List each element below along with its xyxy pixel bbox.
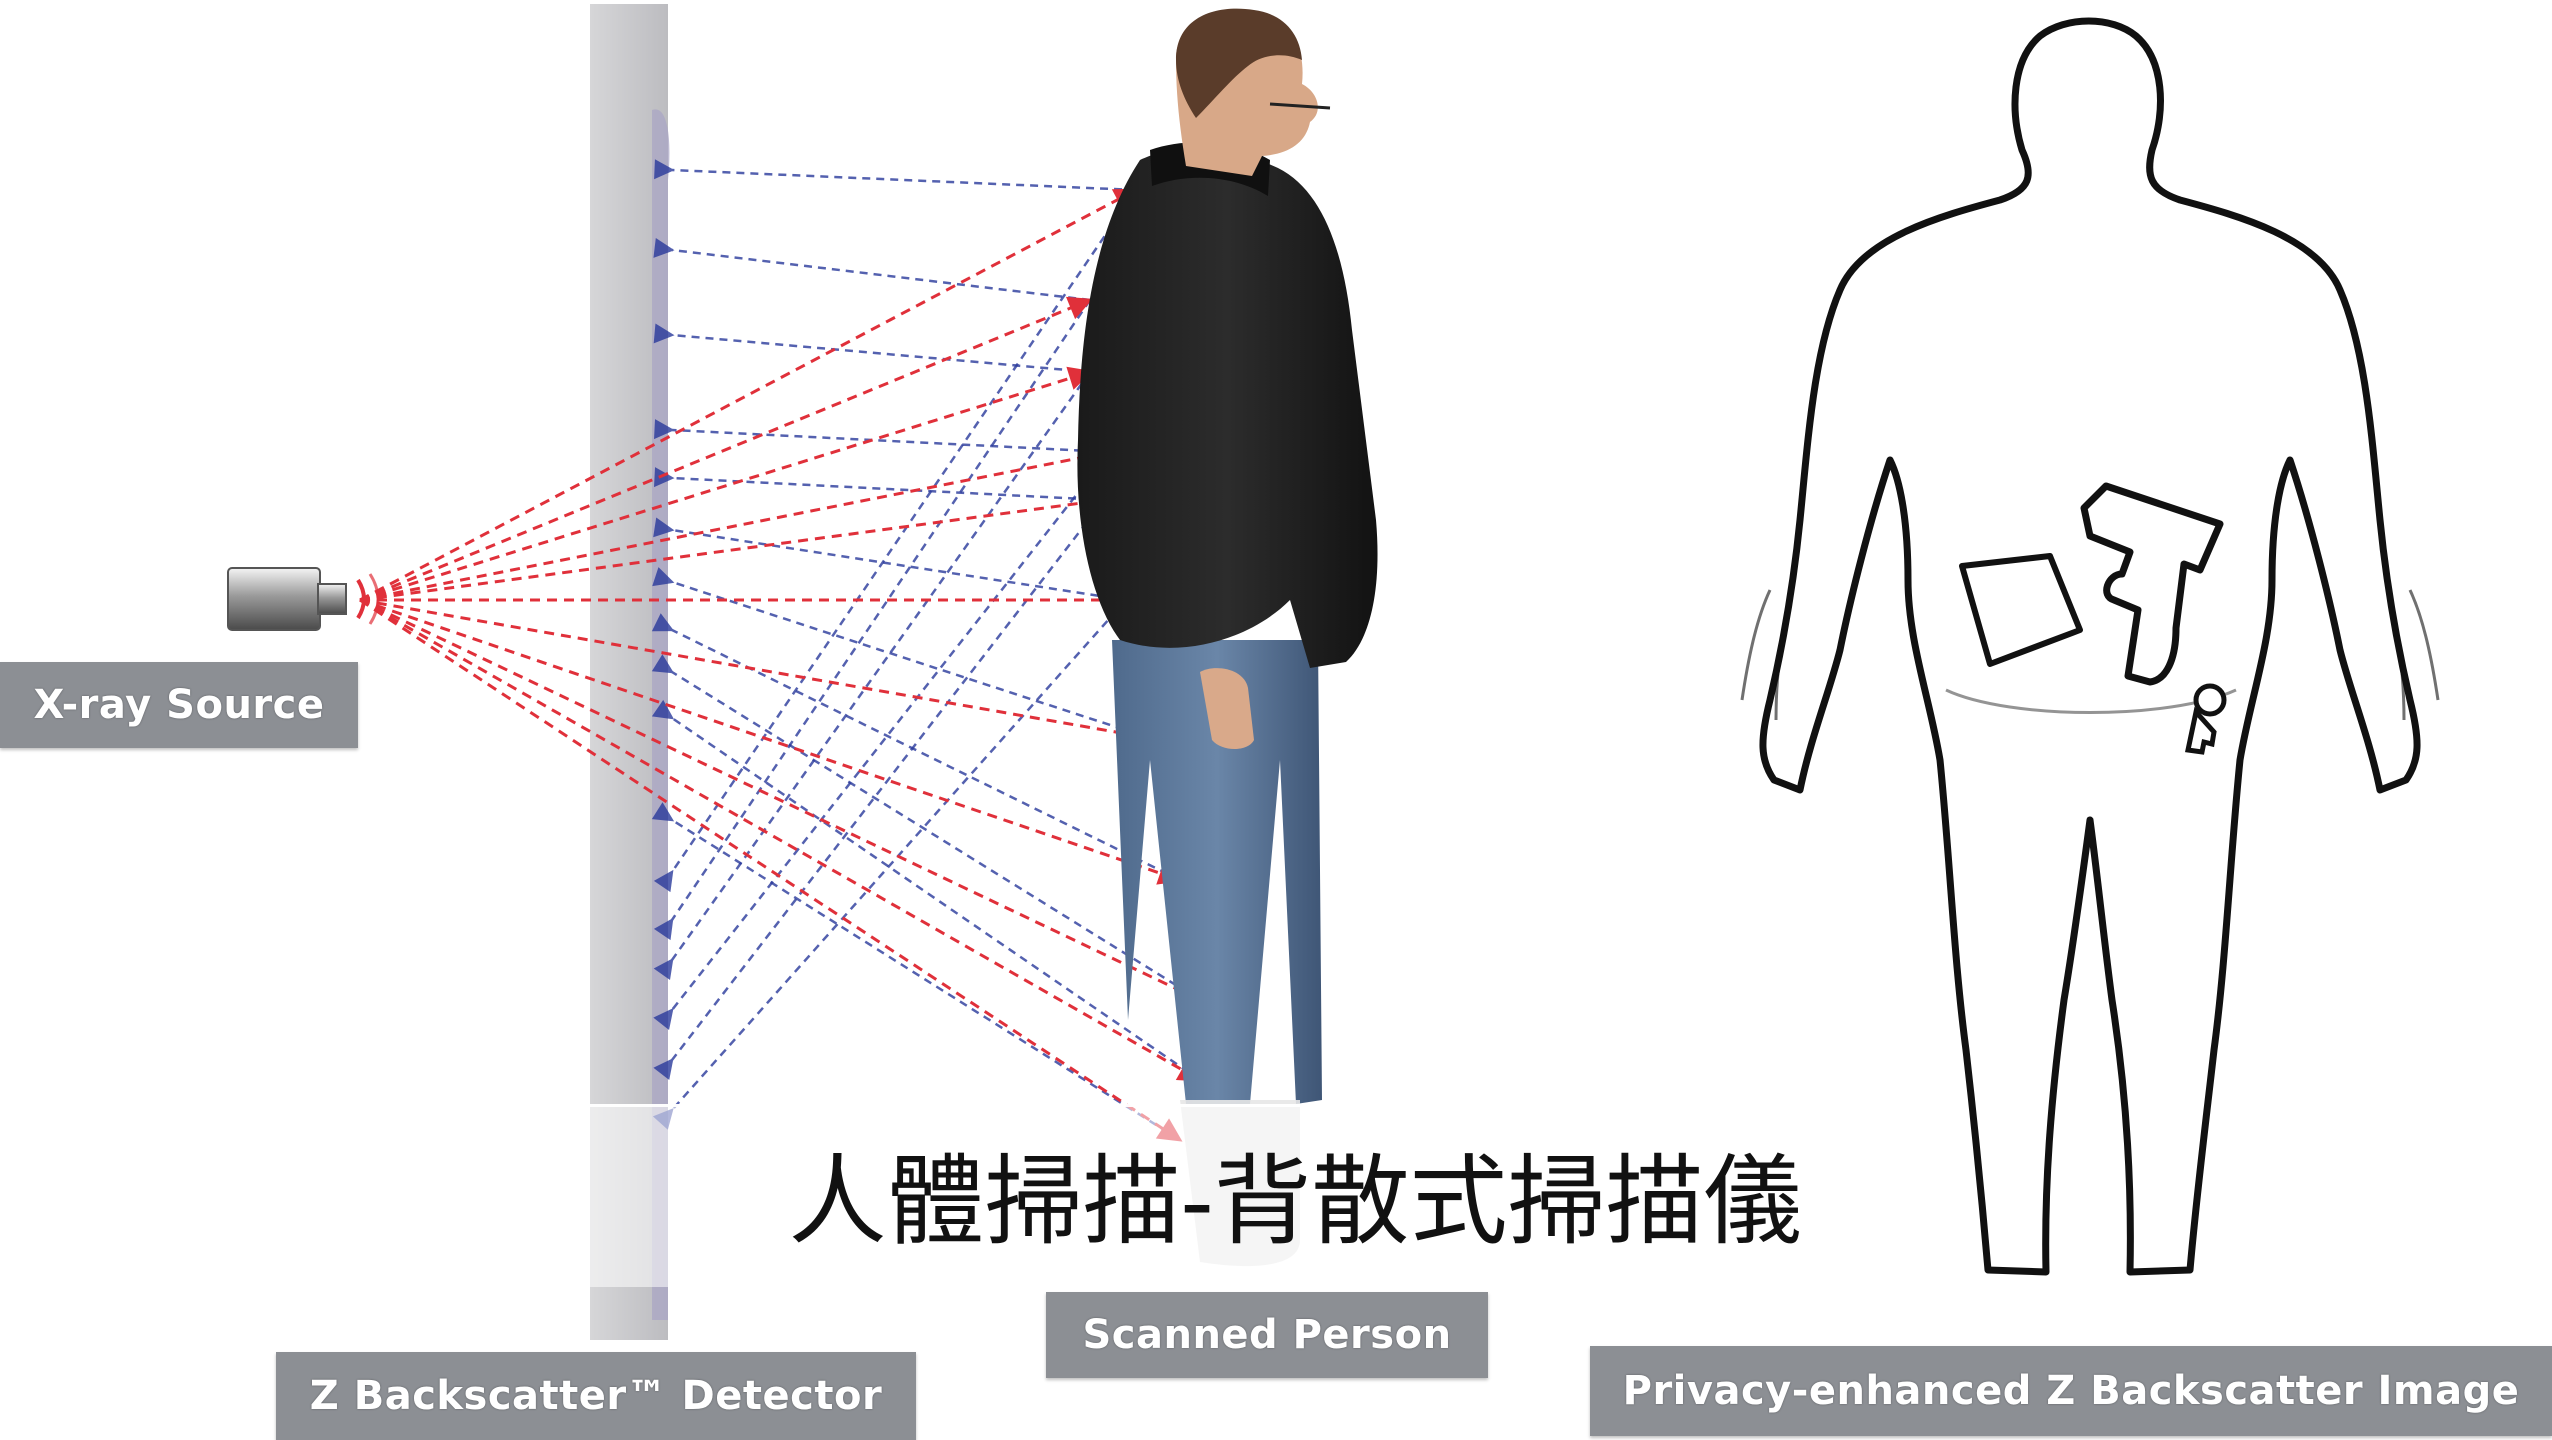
scatter-ray <box>653 323 1091 374</box>
scatter-ray <box>654 419 1111 454</box>
xray-source-label: X-ray Source <box>0 662 358 748</box>
backscatter-image-label: Privacy-enhanced Z Backscatter Image <box>1590 1346 2552 1436</box>
incident-ray <box>359 444 1113 602</box>
incident-ray <box>359 598 1183 885</box>
incident-ray <box>359 296 1093 602</box>
incident-ray <box>359 598 1183 1142</box>
incident-rays <box>359 188 1203 1142</box>
incident-ray <box>359 366 1093 602</box>
keys-icon <box>2185 683 2227 755</box>
body-outline-figure <box>1740 17 2440 1276</box>
scatter-ray <box>653 517 1127 602</box>
scatter-ray <box>651 654 1201 1002</box>
incident-ray <box>359 490 1107 602</box>
detector-label: Z Backscatter™ Detector <box>276 1352 916 1440</box>
caption-title: 人體掃描-背散式掃描儀 <box>788 1145 1802 1259</box>
standing-person-figure <box>1077 8 1378 1267</box>
scanned-person-label: Scanned Person <box>1046 1292 1488 1378</box>
scatter-ray <box>653 451 1111 1030</box>
scatter-ray <box>652 599 1127 1130</box>
scatter-ray <box>653 299 1092 941</box>
incident-ray <box>359 188 1139 602</box>
incident-ray <box>359 598 1153 747</box>
scatter-ray <box>653 237 1091 302</box>
scatter-ray <box>652 567 1151 740</box>
xray-emitter-icon <box>227 567 380 631</box>
scatter-ray <box>653 499 1105 1080</box>
scatter-ray <box>651 699 1201 1082</box>
scatter-ray <box>654 159 1137 192</box>
caption-band <box>590 1104 1770 1287</box>
scatter-ray <box>653 189 1138 893</box>
incident-ray <box>359 598 1203 1082</box>
handgun-icon <box>2080 482 2224 686</box>
phone-icon <box>1959 553 2083 667</box>
scatter-ray <box>651 613 1181 882</box>
incident-ray <box>359 598 1203 1002</box>
scatter-ray <box>654 467 1105 502</box>
scatter-ray <box>651 802 1181 1142</box>
scatter-rays <box>651 159 1201 1142</box>
